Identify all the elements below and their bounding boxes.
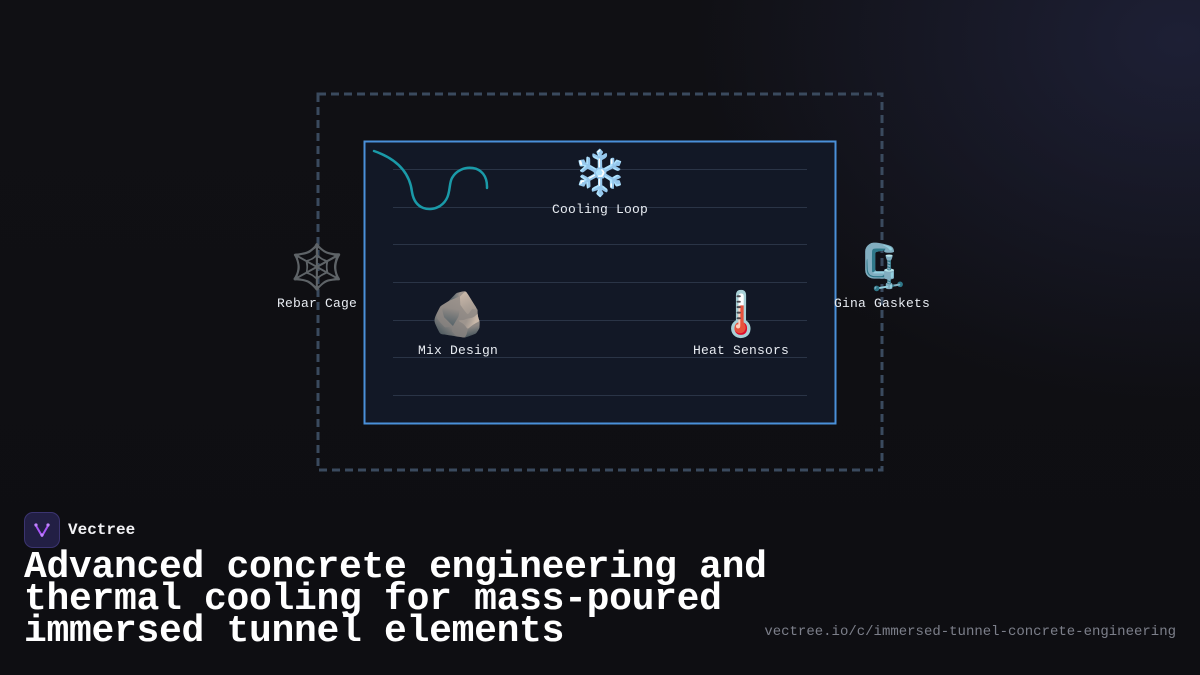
node-label: Cooling Loop bbox=[551, 202, 649, 217]
node-label: Heat Sensors bbox=[692, 343, 790, 358]
node-label: Rebar Cage bbox=[276, 296, 358, 311]
brand: Vectree bbox=[24, 512, 135, 548]
snowflake-icon: ❄️ bbox=[572, 148, 628, 199]
outer-boundary bbox=[316, 92, 884, 472]
vectree-logo-icon bbox=[24, 512, 60, 548]
node-cooling-loop: ❄️ Cooling Loop bbox=[551, 148, 649, 218]
node-rebar-cage: 🕸️ Rebar Cage bbox=[276, 242, 358, 312]
node-label: Mix Design bbox=[417, 343, 499, 358]
page-title: Advanced concrete engineering and therma… bbox=[24, 546, 767, 653]
web-icon: 🕸️ bbox=[289, 242, 345, 293]
node-heat-sensors: 🌡️ Heat Sensors bbox=[692, 289, 790, 359]
rock-icon: 🪨 bbox=[430, 289, 486, 340]
thermometer-icon: 🌡️ bbox=[713, 289, 769, 340]
node-gina-gaskets: 🗜️ Gina Gaskets bbox=[833, 242, 931, 312]
brand-name: Vectree bbox=[68, 521, 136, 539]
node-label: Gina Gaskets bbox=[833, 296, 931, 311]
clamp-icon: 🗜️ bbox=[854, 242, 910, 293]
grid-lines bbox=[393, 169, 807, 396]
cooling-pipe-curve bbox=[372, 149, 489, 211]
node-mix-design: 🪨 Mix Design bbox=[417, 289, 499, 359]
page-url[interactable]: vectree.io/c/immersed-tunnel-concrete-en… bbox=[764, 624, 1176, 640]
